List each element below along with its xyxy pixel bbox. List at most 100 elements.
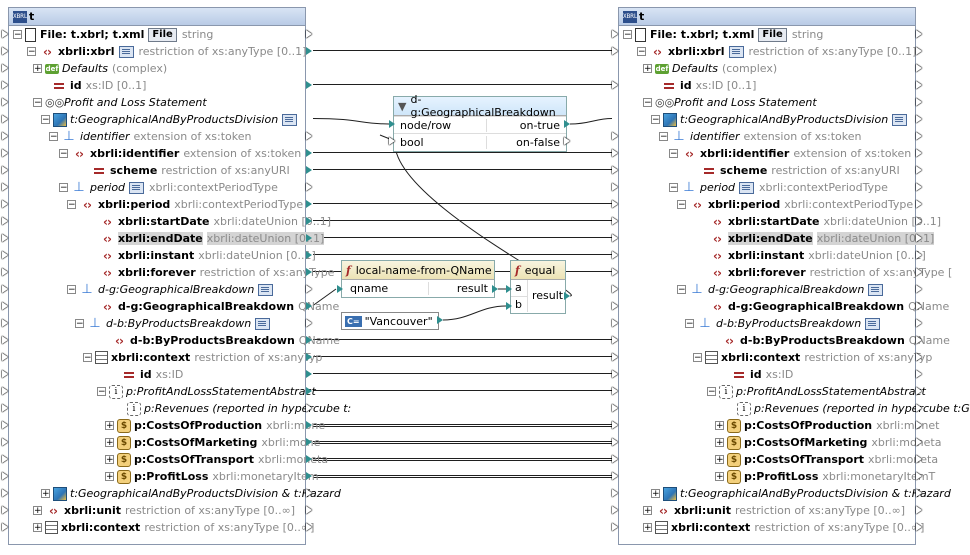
constant-vancouver[interactable]: C= "Vancouver" (341, 312, 439, 330)
collapse-icon[interactable]: − (49, 132, 58, 142)
output-connector-pin[interactable] (916, 285, 922, 293)
input-connector-pin[interactable] (2, 285, 8, 293)
local-name-pin-result[interactable] (492, 285, 498, 293)
collapse-icon[interactable]: − (651, 115, 660, 125)
output-connector-pin[interactable] (306, 30, 312, 38)
output-connector-pin[interactable] (306, 370, 312, 378)
expand-icon[interactable]: + (33, 523, 42, 533)
input-connector-pin[interactable] (2, 64, 8, 72)
input-connector-pin[interactable] (612, 47, 618, 55)
tree-row[interactable]: −⊥d-b:ByProductsBreakdown (9, 315, 305, 332)
input-connector-pin[interactable] (2, 115, 8, 123)
input-connector-pin[interactable] (612, 132, 618, 140)
input-connector-pin[interactable] (612, 387, 618, 395)
input-connector-pin[interactable] (612, 183, 618, 191)
input-connector-pin[interactable] (612, 489, 618, 497)
output-connector-pin[interactable] (916, 336, 922, 344)
input-connector-pin[interactable] (2, 149, 8, 157)
collapse-icon[interactable]: − (659, 132, 668, 142)
input-connector-pin[interactable] (2, 217, 8, 225)
details-toggle-icon[interactable] (728, 45, 744, 58)
collapse-icon[interactable]: − (707, 387, 716, 397)
filter-component[interactable]: ▼ d-g:GeographicalBreakdown node/row on-… (393, 93, 567, 152)
output-connector-pin[interactable] (306, 302, 312, 310)
input-connector-pin[interactable] (612, 149, 618, 157)
input-connector-pin[interactable] (612, 217, 618, 225)
input-connector-pin[interactable] (612, 81, 618, 89)
constant-pin[interactable] (437, 316, 443, 324)
output-connector-pin[interactable] (306, 455, 312, 463)
input-connector-pin[interactable] (2, 319, 8, 327)
tree-row[interactable]: −t:GeographicalAndByProductsDivision (619, 111, 915, 128)
output-connector-pin[interactable] (306, 404, 312, 412)
output-connector-pin[interactable] (916, 387, 922, 395)
input-connector-pin[interactable] (612, 523, 618, 531)
output-connector-pin[interactable] (306, 149, 312, 157)
output-connector-pin[interactable] (306, 336, 312, 344)
input-connector-pin[interactable] (612, 336, 618, 344)
output-connector-pin[interactable] (306, 200, 312, 208)
output-connector-pin[interactable] (916, 64, 922, 72)
output-connector-pin[interactable] (916, 81, 922, 89)
input-connector-pin[interactable] (2, 336, 8, 344)
input-connector-pin[interactable] (2, 472, 8, 480)
constant-value[interactable]: "Vancouver" (364, 314, 433, 328)
output-connector-pin[interactable] (306, 472, 312, 480)
input-connector-pin[interactable] (612, 472, 618, 480)
expand-icon[interactable]: + (105, 438, 114, 448)
input-connector-pin[interactable] (612, 285, 618, 293)
output-connector-pin[interactable] (306, 268, 312, 276)
input-connector-pin[interactable] (612, 506, 618, 514)
input-connector-pin[interactable] (612, 234, 618, 242)
output-connector-pin[interactable] (916, 166, 922, 174)
expand-icon[interactable]: + (715, 438, 724, 448)
details-toggle-icon[interactable] (739, 181, 755, 194)
input-connector-pin[interactable] (2, 98, 8, 106)
details-toggle-icon[interactable] (865, 317, 881, 330)
output-connector-pin[interactable] (916, 234, 922, 242)
mapping-connection[interactable] (442, 305, 507, 321)
collapse-icon[interactable]: − (13, 30, 22, 40)
details-toggle-icon[interactable] (258, 283, 274, 296)
output-connector-pin[interactable] (916, 404, 922, 412)
collapse-icon[interactable]: − (669, 149, 678, 159)
mapping-connection[interactable] (394, 140, 572, 297)
local-name-header[interactable]: f local-name-from-QName (342, 261, 494, 280)
output-connector-pin[interactable] (916, 302, 922, 310)
output-connector-pin[interactable] (306, 132, 312, 140)
input-connector-pin[interactable] (2, 302, 8, 310)
expand-icon[interactable]: + (41, 489, 50, 499)
input-connector-pin[interactable] (612, 370, 618, 378)
output-connector-pin[interactable] (916, 268, 922, 276)
expand-icon[interactable]: + (33, 506, 42, 516)
input-connector-pin[interactable] (2, 506, 8, 514)
output-connector-pin[interactable] (306, 183, 312, 191)
output-connector-pin[interactable] (916, 200, 922, 208)
local-name-output-result[interactable]: result (456, 281, 488, 295)
filter-input-node-row[interactable]: node/row (394, 118, 487, 132)
output-connector-pin[interactable] (916, 370, 922, 378)
output-connector-pin[interactable] (916, 183, 922, 191)
